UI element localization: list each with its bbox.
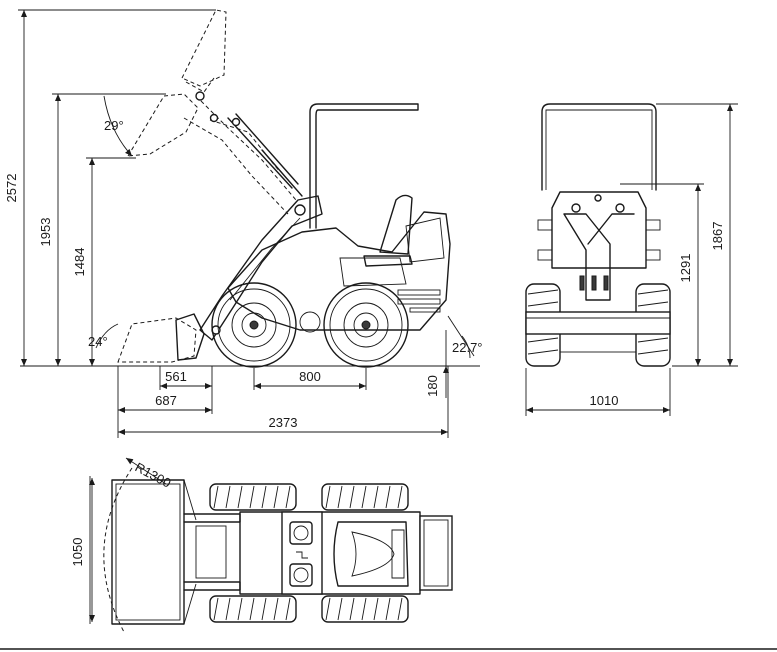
dim-wheelbase: 800 <box>299 369 321 384</box>
dim-bucket-width: 1050 <box>70 538 85 567</box>
front-wheel <box>211 282 297 368</box>
raised-bucket-mid <box>127 93 199 157</box>
chassis <box>227 211 451 331</box>
dim-turning-radius: R1300 <box>133 459 174 490</box>
top-front-right-wheel <box>209 595 297 623</box>
top-front-left-wheel <box>209 483 297 511</box>
top-view: 1050 R1300 <box>70 457 453 633</box>
dim-overall-length: 2373 <box>269 415 298 430</box>
dim-seat-height: 1291 <box>678 254 693 283</box>
lift-arm <box>199 195 323 341</box>
side-view: 2572 1953 1484 29° 24° 22.7° 180 561 <box>4 9 483 438</box>
dim-overall-width: 1010 <box>590 393 619 408</box>
dim-ground-clearance: 180 <box>425 375 440 397</box>
rops-frame <box>309 103 419 229</box>
dim-rollback-angle: 24° <box>88 334 108 349</box>
dim-dump-angle: 29° <box>104 118 124 133</box>
rear-wheel <box>323 282 409 368</box>
dim-bucket-overhang: 561 <box>165 369 187 384</box>
top-rear-right-wheel <box>321 595 409 623</box>
dim-front-overhang: 687 <box>155 393 177 408</box>
dim-departure-angle: 22.7° <box>452 340 483 355</box>
dim-overall-height: 2572 <box>4 174 19 203</box>
operator-seat <box>363 194 413 267</box>
dim-dump-height: 1484 <box>72 248 87 277</box>
top-rear-left-wheel <box>321 483 409 511</box>
dim-rops-height: 1867 <box>710 222 725 251</box>
raised-bucket-top <box>181 9 227 93</box>
lowered-bucket <box>117 313 205 363</box>
dim-pivot-height: 1953 <box>38 218 53 247</box>
front-view: 1010 1867 1291 <box>525 103 738 416</box>
